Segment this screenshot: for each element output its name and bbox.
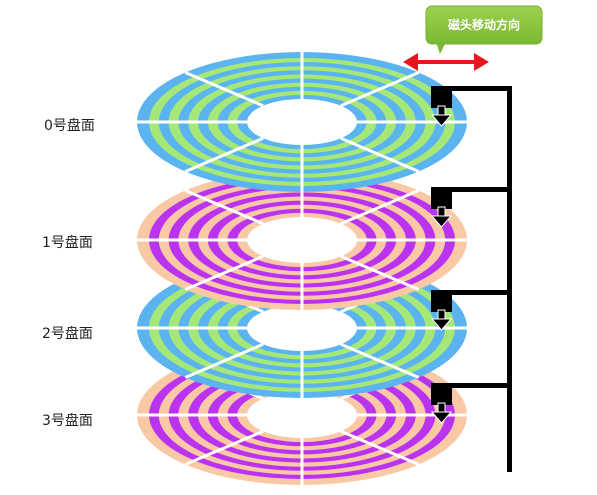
direction-callout: 磁头移动方向 (425, 5, 543, 54)
arrow-right-head-icon (474, 53, 489, 71)
platter-0 (137, 52, 467, 192)
head-3 (430, 383, 453, 424)
callout-label: 磁头移动方向 (447, 17, 520, 32)
platter-label-3: 3号盘面 (42, 412, 93, 429)
head-1 (430, 187, 453, 228)
arm-3 (447, 383, 512, 388)
arrow-left-head-icon (403, 53, 418, 71)
down-arrow-icon (430, 215, 453, 228)
movement-arrow (403, 53, 489, 71)
arm-2 (447, 290, 512, 295)
actuator-shaft (507, 86, 512, 472)
platter-label-0: 0号盘面 (44, 117, 95, 134)
platter-label-1: 1号盘面 (42, 234, 93, 251)
read-write-heads (430, 86, 453, 424)
platter-label-2: 2号盘面 (42, 325, 93, 342)
platter-stack (137, 52, 467, 485)
arm-1 (447, 187, 512, 192)
head-0 (430, 86, 453, 127)
down-arrow-icon (430, 318, 453, 331)
down-arrow-icon (430, 114, 453, 127)
head-2 (430, 290, 453, 331)
actuator-assembly (447, 86, 512, 472)
down-arrow-icon (430, 411, 453, 424)
platter-1 (137, 170, 467, 310)
arm-0 (447, 86, 512, 91)
